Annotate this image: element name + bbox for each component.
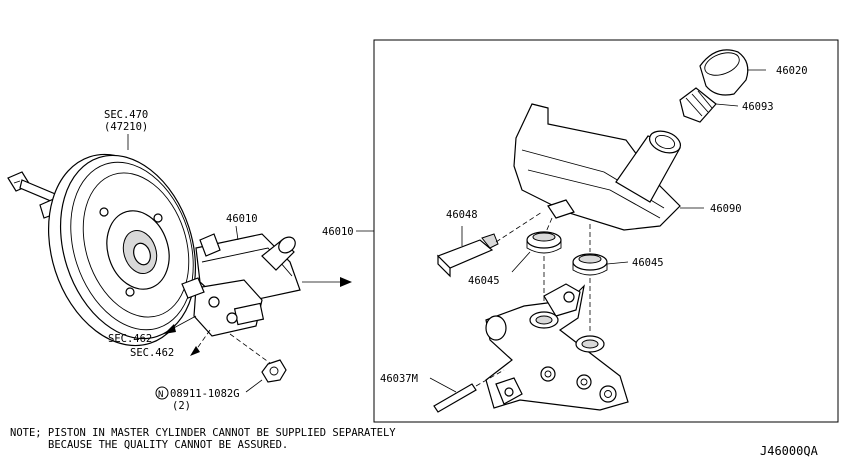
- connector-label: 46048: [446, 209, 478, 221]
- n-symbol: N: [155, 386, 169, 400]
- diagram-code: J46000QA: [760, 444, 819, 458]
- flange-nut: [229, 333, 287, 393]
- grommet-right: [572, 253, 629, 276]
- sec462-label-b: SEC.462: [130, 347, 174, 359]
- note-line-2: BECAUSE THE QUALITY CANNOT BE ASSURED.: [48, 439, 288, 451]
- pin-label: 46037M: [380, 373, 418, 385]
- nut-part-label: 08911-1082G: [170, 388, 240, 400]
- cap-label: 46020: [776, 65, 808, 77]
- strainer-label: 46093: [742, 101, 774, 113]
- brake-booster: [7, 134, 197, 347]
- sec462-label-a: SEC.462: [108, 333, 152, 345]
- booster-assembly-label: 46010: [226, 213, 258, 225]
- master-cylinder-assembly: [181, 225, 301, 337]
- sec470-label: SEC.470: [104, 109, 148, 121]
- pin: [429, 369, 505, 413]
- grommet-left: [511, 231, 562, 273]
- master-cylinder-body: [485, 283, 629, 411]
- n-symbol-letter: N: [158, 390, 163, 400]
- reservoir-tank: [513, 103, 704, 231]
- sec470-part-label: (47210): [104, 121, 148, 133]
- nut-qty-label: (2): [172, 400, 191, 412]
- strainer: [679, 87, 739, 123]
- reservoir-cap: [699, 49, 766, 96]
- reservoir-label: 46090: [710, 203, 742, 215]
- detail-assembly-label: 46010: [322, 226, 354, 238]
- connector: [436, 211, 543, 278]
- note-line-1: NOTE; PISTON IN MASTER CYLINDER CANNOT B…: [10, 427, 396, 439]
- grommet-left-label: 46045: [468, 275, 500, 287]
- sec462-arrows: [164, 315, 211, 356]
- detail-arrow: [302, 277, 352, 287]
- grommet-right-label: 46045: [632, 257, 664, 269]
